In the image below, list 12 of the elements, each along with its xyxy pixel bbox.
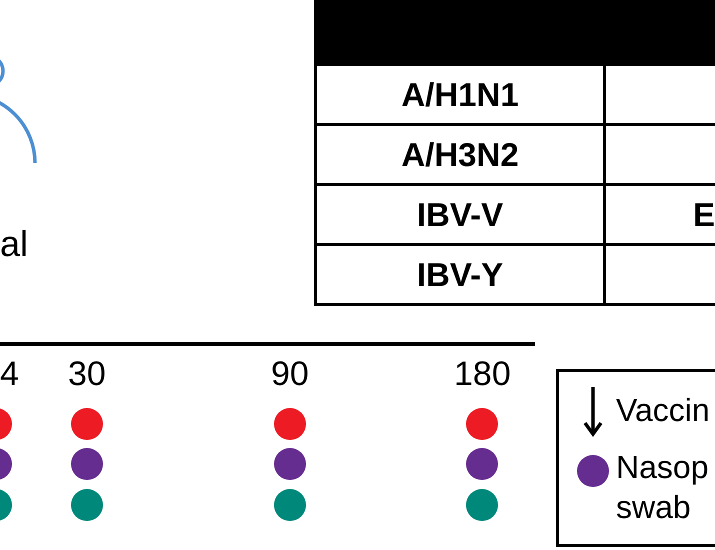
strain-name: IBV-V (416, 198, 504, 231)
strain-name: A/H3N2 (401, 138, 519, 171)
legend-text: Nasop swab (616, 448, 710, 527)
caption-text: al (0, 226, 28, 262)
day-label: 30 (68, 357, 106, 391)
day-label: 90 (271, 357, 309, 391)
legend-text: Vaccin (616, 391, 711, 430)
day-label: 180 (454, 357, 511, 391)
cell-text: E (692, 198, 715, 231)
strain-name: IBV-Y (416, 258, 504, 291)
day-label: 4 (0, 357, 19, 391)
strain-name: A/H1N1 (401, 78, 519, 111)
